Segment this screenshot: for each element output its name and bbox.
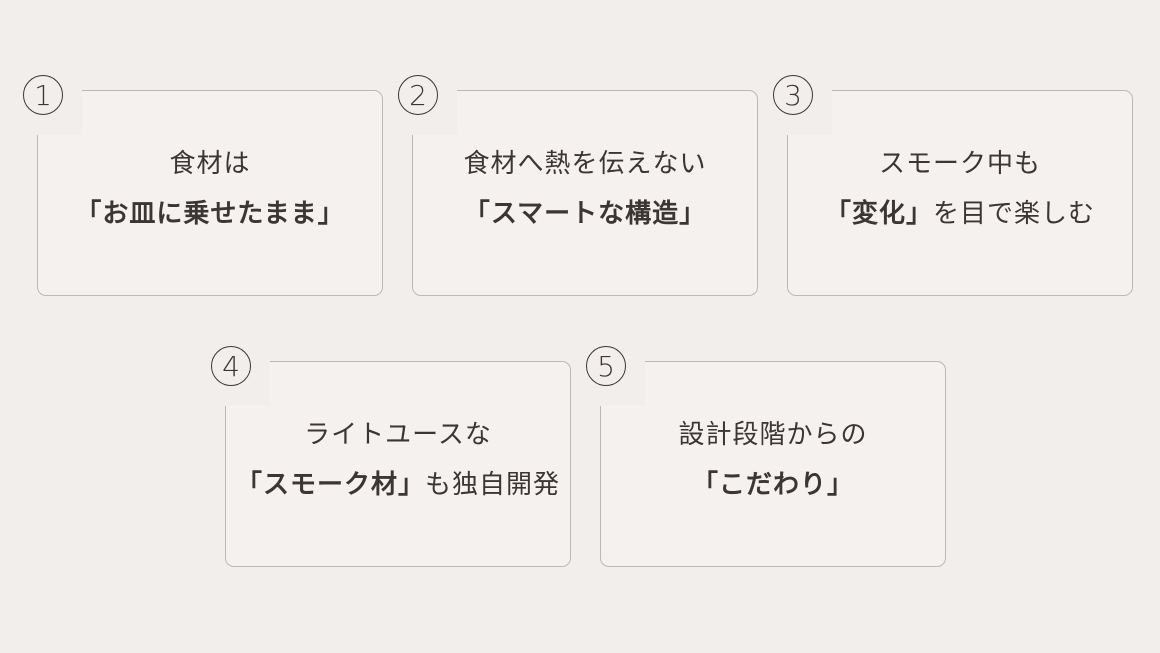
feature-card-2: 2 食材へ熱を伝えない 「スマートな構造」	[398, 75, 758, 296]
card-text: スモーク中も 「変化」を目で楽しむ	[788, 149, 1132, 229]
card-line2-emphasis: 「スモーク材」	[235, 470, 425, 500]
card-line2: 「お皿に乗せたまま」	[75, 199, 345, 229]
card-line2-rest: を目で楽しむ	[933, 199, 1096, 229]
number-badge: 3	[773, 75, 813, 115]
card-line2-rest: も独自開発	[425, 470, 561, 500]
feature-card-5: 5 設計段階からの 「こだわり」	[586, 346, 946, 567]
card-line2: 「こだわり」	[691, 470, 854, 500]
card-line1: 食材へ熱を伝えない	[463, 149, 707, 179]
card-text: ライトユースな 「スモーク材」も独自開発	[226, 420, 570, 500]
feature-card-1: 1 食材は 「お皿に乗せたまま」	[23, 75, 383, 296]
card-text: 設計段階からの 「こだわり」	[601, 420, 945, 500]
number-badge: 2	[398, 75, 438, 115]
number-badge: 4	[211, 346, 251, 386]
number-badge: 1	[23, 75, 63, 115]
feature-card-3: 3 スモーク中も 「変化」を目で楽しむ	[773, 75, 1133, 296]
feature-card-4: 4 ライトユースな 「スモーク材」も独自開発	[211, 346, 571, 567]
card-line2: 「スモーク材」も独自開発	[226, 470, 570, 500]
card-line2: 「変化」を目で楽しむ	[788, 199, 1132, 229]
card-text: 食材は 「お皿に乗せたまま」	[38, 149, 382, 229]
card-line1: ライトユースな	[304, 420, 492, 450]
card-line1: 食材は	[169, 149, 251, 179]
card-text: 食材へ熱を伝えない 「スマートな構造」	[413, 149, 757, 229]
card-line1: スモーク中も	[878, 149, 1041, 179]
number-badge: 5	[586, 346, 626, 386]
card-line2-emphasis: 「変化」	[824, 199, 933, 229]
card-line2: 「スマートな構造」	[463, 199, 707, 229]
card-line1: 設計段階からの	[678, 420, 868, 450]
